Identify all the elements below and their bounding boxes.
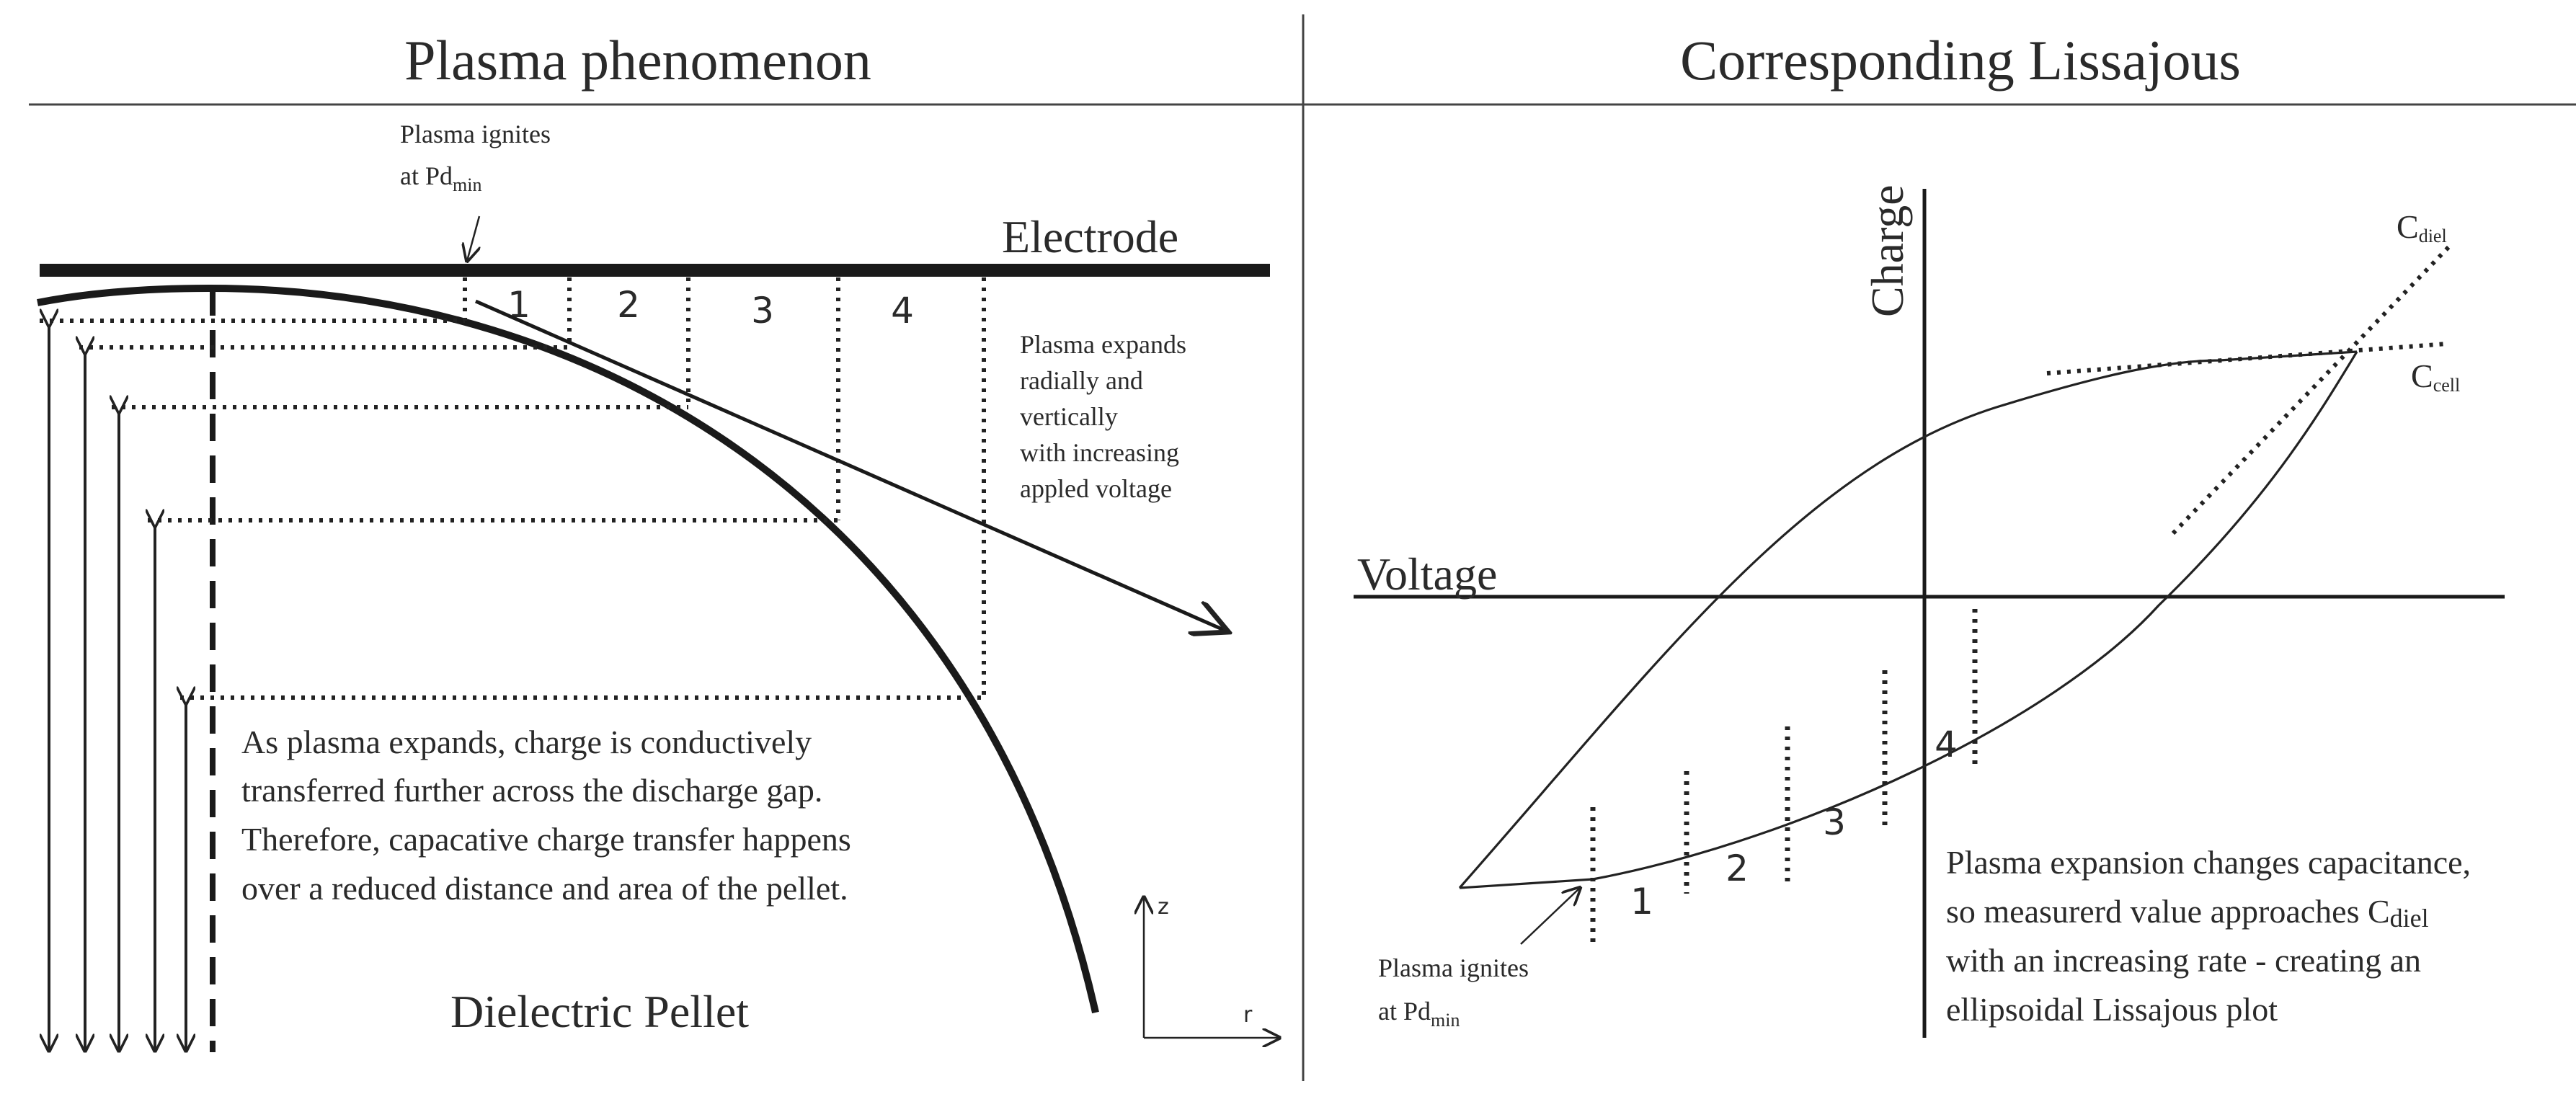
lissajous-note-line: ellipsoidal Lissajous plot bbox=[1946, 991, 2278, 1028]
lissajous-note-line: with an increasing rate - creating an bbox=[1946, 942, 2421, 979]
c-diel-line bbox=[2171, 243, 2453, 535]
ignite-label-right-line2: at Pdmin bbox=[1378, 997, 1460, 1031]
region-number: 4 bbox=[891, 290, 914, 332]
expand-note-line: appled voltage bbox=[1020, 474, 1172, 503]
expand-note-line: radially and bbox=[1020, 366, 1143, 395]
region-number: 2 bbox=[617, 284, 640, 326]
ignite-label-right-line1: Plasma ignites bbox=[1378, 953, 1529, 982]
expand-note-line: Plasma expands bbox=[1020, 330, 1186, 359]
ignite-label-left-line2: at Pdmin bbox=[400, 161, 481, 195]
lissajous-note-line: Plasma expansion changes capacitance, bbox=[1946, 844, 2471, 881]
expand-note-line: with increasing bbox=[1020, 438, 1179, 467]
lissajous-note-line: so measurerd value approaches Cdiel bbox=[1946, 893, 2429, 933]
lissajous-region-number: 2 bbox=[1726, 848, 1749, 889]
lissajous-region-number: 1 bbox=[1630, 881, 1653, 922]
c-cell-label: Ccell bbox=[2411, 357, 2460, 396]
r-axis-label: r bbox=[1243, 1002, 1253, 1028]
expansion-arrow bbox=[474, 299, 1225, 631]
electrode-label: Electrode bbox=[1002, 211, 1178, 262]
c-diel-label: Cdiel bbox=[2397, 208, 2447, 246]
ignite-label-left-line1: Plasma ignites bbox=[400, 120, 551, 148]
region-number: 3 bbox=[751, 290, 774, 332]
lissajous-upper-branch bbox=[1458, 350, 2358, 889]
right-panel-title: Corresponding Lissajous bbox=[1680, 29, 2241, 92]
charge-note-line: Therefore, capacative charge transfer ha… bbox=[241, 821, 851, 858]
c-cell-line bbox=[2046, 342, 2448, 375]
z-axis-label: z bbox=[1158, 894, 1169, 920]
lissajous-lower-branch bbox=[1459, 351, 2358, 889]
charge-note-line: transferred further across the discharge… bbox=[241, 772, 822, 809]
voltage-axis-label: Voltage bbox=[1357, 548, 1497, 600]
left-panel-title: Plasma phenomenon bbox=[404, 29, 871, 92]
charge-note-line: over a reduced distance and area of the … bbox=[241, 870, 848, 907]
charge-note-line: As plasma expands, charge is conductivel… bbox=[241, 724, 812, 760]
ignite-arrow-left bbox=[467, 215, 479, 261]
charge-axis-label: Charge bbox=[1862, 184, 1913, 317]
expand-note-line: vertically bbox=[1020, 402, 1118, 431]
lissajous-region-number: 3 bbox=[1823, 801, 1846, 843]
lissajous-region-number: 4 bbox=[1935, 724, 1958, 765]
pellet-label: Dielectric Pellet bbox=[450, 986, 749, 1037]
ignite-arrow-right bbox=[1520, 888, 1580, 945]
pellet-surface-curve bbox=[37, 284, 1099, 1014]
